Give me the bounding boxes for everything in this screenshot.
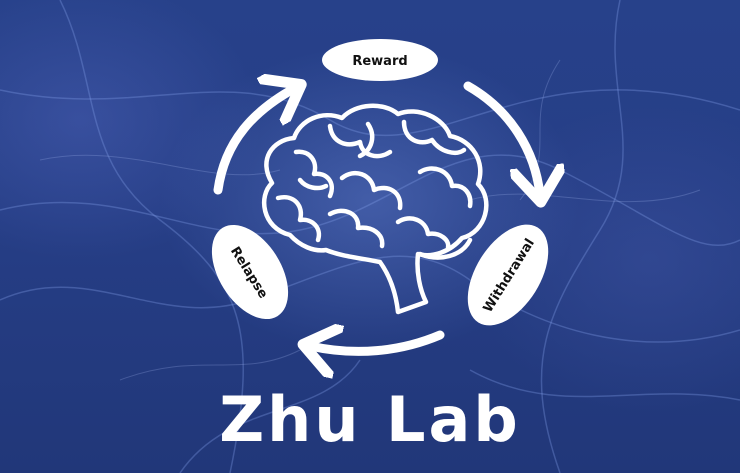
brain-icon [261, 103, 489, 315]
cycle-arrow-icon [213, 88, 295, 195]
cycle-arrow-icon [463, 81, 540, 195]
node-withdrawal: Withdrawal [467, 224, 549, 326]
node-reward-label: Reward [352, 54, 407, 69]
cycle-arrow-icon [310, 335, 445, 351]
lab-title: Zhu Lab [219, 383, 521, 456]
node-relapse: Relapse [211, 224, 289, 320]
node-reward: Reward [322, 39, 438, 81]
